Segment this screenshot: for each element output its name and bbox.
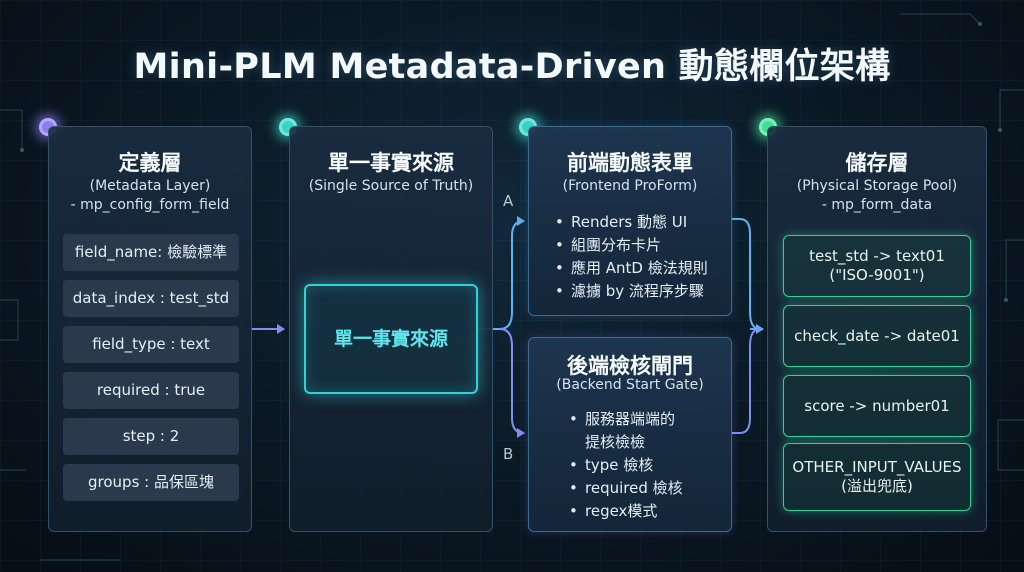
list-item: 應用 AntD 檢法規則: [555, 257, 708, 280]
metadata-layer-card: 定義層 (Metadata Layer) - mp_config_form_fi…: [48, 126, 252, 532]
backend-subtitle: (Backend Start Gate): [556, 377, 704, 393]
storage-layer-table: - mp_form_data: [821, 197, 933, 213]
source-of-truth-title: 單一事實來源: [328, 151, 454, 175]
storage-layer-title: 儲存層: [845, 151, 909, 175]
metadata-layer-table: - mp_config_form_field: [70, 197, 230, 213]
mapping-overflow-note: (溢出兜底): [841, 477, 913, 495]
frontend-subtitle: (Frontend ProForm): [562, 178, 698, 194]
storage-layer-subtitle: (Physical Storage Pool): [796, 178, 958, 194]
mapping-field: OTHER_INPUT_VALUES: [792, 458, 962, 476]
storage-layer-card: 儲存層 (Physical Storage Pool) - mp_form_da…: [767, 126, 987, 532]
metadata-layer-title: 定義層: [118, 151, 182, 175]
branch-label-b: B: [503, 445, 514, 463]
arrow-frontend-to-storage: [732, 218, 761, 330]
field-row: data_index : test_std: [63, 280, 239, 317]
list-item: 濾擄 by 流程序步驟: [555, 280, 708, 303]
backend-gate-card: 後端檢核閘門 (Backend Start Gate) 服務器端端的 提核檢檢 …: [528, 337, 732, 532]
field-row: field_type : text: [63, 326, 239, 363]
list-item: type 檢核: [569, 454, 683, 477]
list-item: 組團分布卡片: [555, 234, 708, 257]
list-item: 服務器端端的 提核檢檢: [569, 408, 683, 454]
arrow-source-to-backend: [499, 328, 525, 438]
list-item: Renders 動態 UI: [555, 211, 708, 234]
source-of-truth-card: 單一事實來源 (Single Source of Truth) 單一事實來源: [289, 126, 493, 532]
source-of-truth-subtitle: (Single Source of Truth): [308, 178, 474, 194]
storage-mapping: test_std -> text01 ("ISO-9001"): [783, 235, 971, 297]
field-row: field_name: 檢驗標準: [63, 234, 239, 271]
list-item: regex模式: [569, 500, 683, 523]
metadata-layer-subtitle: (Metadata Layer): [89, 178, 211, 194]
page-title: Mini-PLM Metadata-Driven 動態欄位架構: [133, 47, 891, 87]
backend-title: 後端檢核閘門: [567, 354, 693, 378]
field-row: step : 2: [63, 418, 239, 455]
source-of-truth-box: 單一事實來源: [304, 284, 478, 394]
mapping-field: test_std -> text01: [809, 247, 945, 265]
mapping-example-value: ("ISO-9001"): [829, 266, 925, 284]
storage-mapping: OTHER_INPUT_VALUES (溢出兜底): [783, 443, 971, 511]
branch-label-a: A: [503, 192, 514, 210]
storage-mapping: check_date -> date01: [783, 305, 971, 367]
storage-mapping: score -> number01: [783, 375, 971, 437]
frontend-feature-list: Renders 動態 UI 組團分布卡片 應用 AntD 檢法規則 濾擄 by …: [555, 211, 708, 303]
frontend-form-card: 前端動態表單 (Frontend ProForm) Renders 動態 UI …: [528, 126, 732, 316]
arrow-backend-to-storage: [732, 328, 761, 434]
frontend-title: 前端動態表單: [567, 151, 693, 175]
mapping-field: check_date -> date01: [794, 326, 960, 345]
mapping-field: score -> number01: [804, 396, 950, 415]
field-row: required : true: [63, 372, 239, 409]
field-row: groups : 品保區塊: [63, 464, 239, 501]
backend-check-list: 服務器端端的 提核檢檢 type 檢核 required 檢核 regex模式: [569, 408, 683, 523]
list-item: required 檢核: [569, 477, 683, 500]
